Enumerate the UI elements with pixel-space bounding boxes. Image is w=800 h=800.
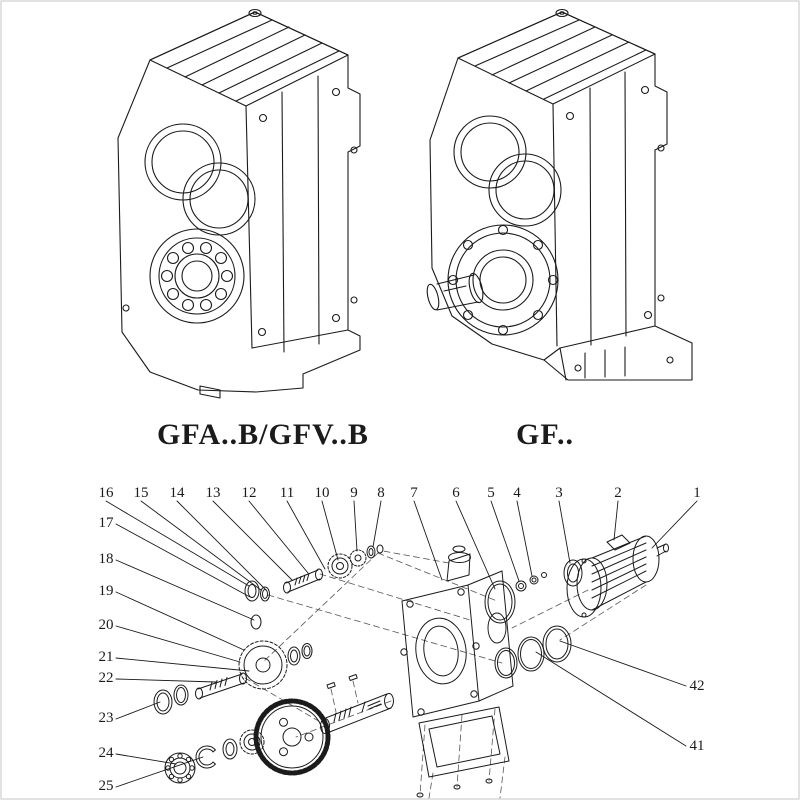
exploded-view [105, 500, 698, 799]
callout-number-11: 11 [280, 485, 294, 501]
foot-tab [199, 385, 221, 399]
housing-outline [429, 11, 693, 381]
callout-number-4: 4 [513, 485, 521, 501]
callout-number-42: 42 [690, 678, 705, 694]
callout-number-16: 16 [99, 485, 115, 501]
base-foot [543, 325, 674, 381]
callout-number-10: 10 [315, 485, 330, 501]
input-shaft-parts [244, 544, 384, 630]
retaining-rings [494, 625, 572, 679]
callout-number-8: 8 [377, 485, 385, 501]
motor [566, 534, 669, 618]
assembly-axis-lines [244, 550, 647, 799]
gearbox-drawing-right [426, 8, 693, 381]
callout-number-6: 6 [452, 485, 460, 501]
callout-number-17: 17 [99, 515, 115, 531]
model-label-right: GF.. [516, 418, 574, 451]
callout-number-5: 5 [487, 485, 495, 501]
callout-number-22: 22 [99, 670, 114, 686]
callout-numbers: 16 15 14 13 12 11 10 9 8 7 6 5 4 3 2 1 1… [99, 485, 705, 794]
callout-number-19: 19 [99, 583, 114, 599]
gearbox-housing [400, 545, 514, 718]
housing-outline [117, 11, 361, 393]
output-flange [447, 224, 559, 336]
output-gear-set [164, 674, 394, 784]
upper-bores [144, 123, 256, 236]
callout-number-24: 24 [99, 745, 115, 761]
output-shaft [426, 272, 484, 311]
gearbox-drawing-left [117, 8, 361, 399]
callout-number-2: 2 [614, 485, 622, 501]
callout-number-14: 14 [170, 485, 186, 501]
top-ribs [474, 19, 647, 100]
top-screw [555, 8, 569, 18]
adapter-flange [563, 559, 583, 587]
callout-number-23: 23 [99, 710, 114, 726]
callout-number-9: 9 [350, 485, 358, 501]
flange-bolt-holes [257, 87, 358, 337]
callout-number-25: 25 [99, 778, 114, 794]
callout-number-3: 3 [555, 485, 563, 501]
small-fasteners [515, 572, 547, 592]
callout-number-20: 20 [99, 617, 114, 633]
top-screw [248, 8, 262, 18]
callout-number-13: 13 [206, 485, 221, 501]
callout-number-7: 7 [410, 485, 418, 501]
terminal-box [606, 534, 631, 551]
bottom-cover-plate [416, 706, 510, 798]
callout-number-41: 41 [690, 738, 705, 754]
output-bearing [149, 228, 245, 324]
callout-number-15: 15 [134, 485, 149, 501]
upper-bores [453, 115, 562, 227]
callout-number-1: 1 [693, 485, 701, 501]
callout-number-18: 18 [99, 551, 114, 567]
callout-number-12: 12 [242, 485, 257, 501]
callout-number-21: 21 [99, 649, 114, 665]
gasket-ring [484, 580, 516, 624]
flange-bolt-holes [565, 85, 665, 320]
leader-lines [105, 500, 698, 788]
top-ribs [166, 19, 340, 102]
model-label-left: GFA..B/GFV..B [157, 418, 369, 451]
intermediate-gear-set [153, 640, 313, 715]
